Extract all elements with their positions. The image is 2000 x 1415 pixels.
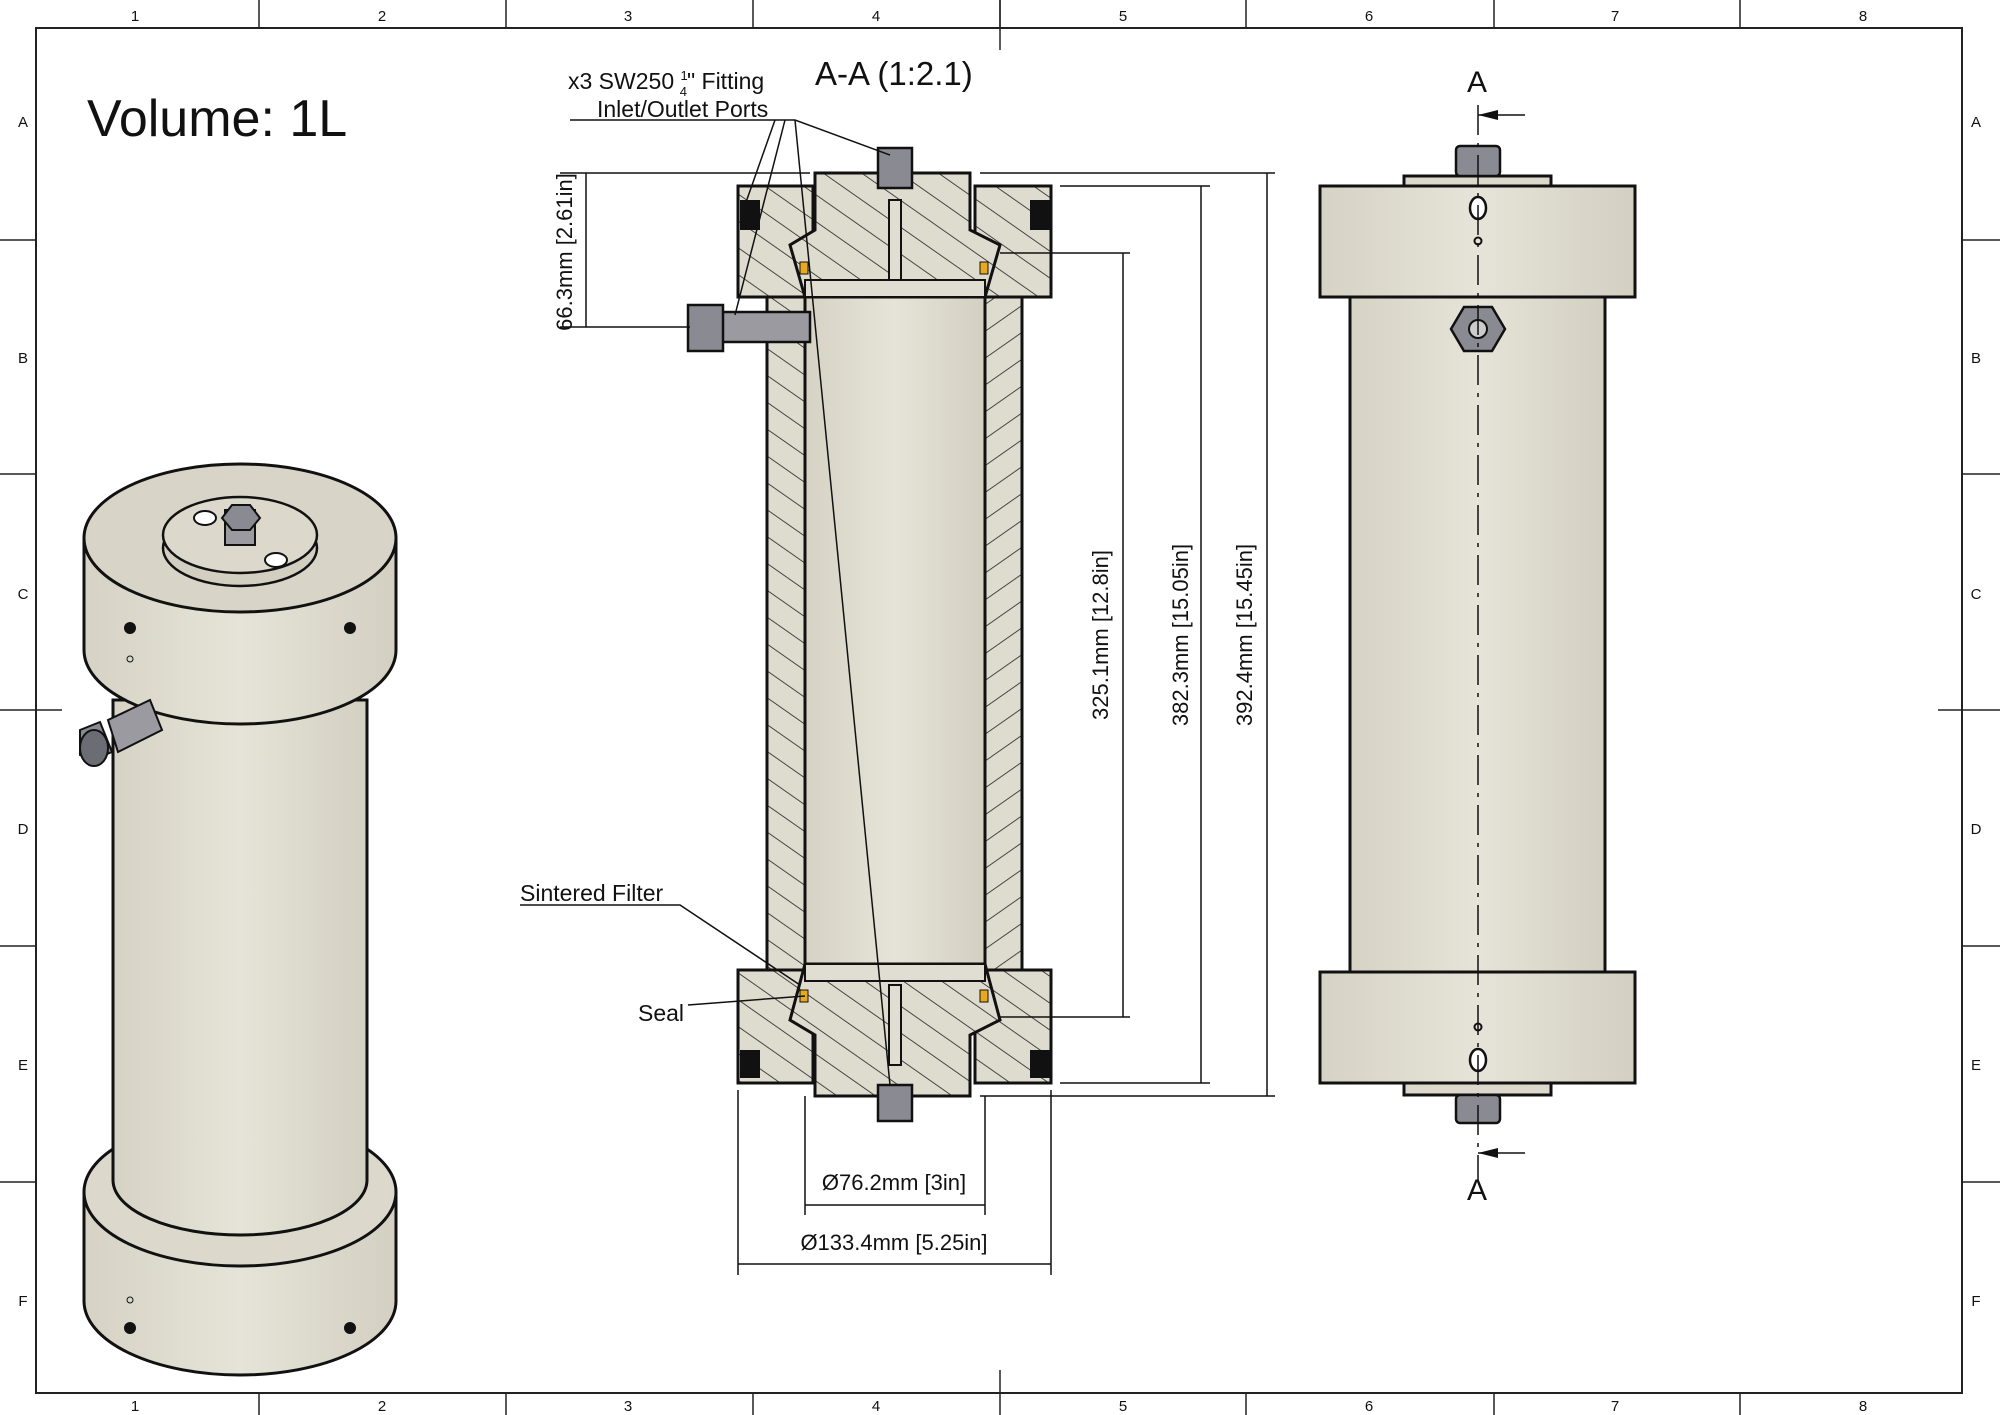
section-mark-bottom: A	[1467, 1174, 1487, 1207]
column-label: 3	[624, 1398, 632, 1415]
row-label: C	[18, 586, 29, 603]
volume-title: Volume: 1L	[87, 90, 347, 148]
column-label: 6	[1365, 8, 1373, 25]
ports-callout: Inlet/Outlet Ports	[597, 96, 768, 122]
body-length-dimension: 382.3mm [15.05in]	[1168, 544, 1193, 726]
column-label: 3	[624, 8, 632, 25]
seal-callout: Seal	[638, 1000, 684, 1026]
column-label: 4	[872, 8, 880, 25]
row-label: C	[1971, 586, 1982, 603]
column-label: 5	[1119, 8, 1127, 25]
inner-length-dimension: 325.1mm [12.8in]	[1088, 550, 1113, 720]
row-label: D	[18, 821, 29, 838]
side-view: A A	[1318, 66, 1637, 1207]
outer-diameter-dimension: Ø133.4mm [5.25in]	[800, 1230, 987, 1255]
row-label: B	[1971, 350, 1981, 367]
row-label: A	[18, 114, 28, 131]
column-label: 7	[1611, 8, 1619, 25]
cap-height-dimension: 66.3mm [2.61in]	[552, 173, 577, 331]
column-label: 1	[131, 1398, 139, 1415]
section-mark-top: A	[1467, 66, 1487, 99]
row-label: B	[18, 350, 28, 367]
section-view	[520, 119, 1053, 1123]
row-label: F	[1971, 1293, 1980, 1310]
row-label: E	[1971, 1057, 1981, 1074]
row-label: D	[1971, 821, 1982, 838]
row-label: A	[1971, 114, 1981, 131]
column-label: 7	[1611, 1398, 1619, 1415]
column-label: 8	[1859, 8, 1867, 25]
section-title: A-A (1:2.1)	[815, 55, 973, 92]
dimensions: 66.3mm [2.61in] 325.1mm [12.8in] 382.3mm…	[552, 172, 1275, 1275]
overall-length-dimension: 392.4mm [15.45in]	[1232, 544, 1257, 726]
column-label: 1	[131, 8, 139, 25]
column-label: 6	[1365, 1398, 1373, 1415]
column-label: 4	[872, 1398, 880, 1415]
isometric-view	[79, 462, 398, 1377]
filter-callout: Sintered Filter	[520, 880, 664, 906]
column-label: 8	[1859, 1398, 1867, 1415]
row-label: E	[18, 1057, 28, 1074]
column-label: 5	[1119, 1398, 1127, 1415]
column-label: 2	[378, 8, 386, 25]
column-label: 2	[378, 1398, 386, 1415]
row-label: F	[18, 1293, 27, 1310]
bore-diameter-dimension: Ø76.2mm [3in]	[822, 1170, 966, 1195]
